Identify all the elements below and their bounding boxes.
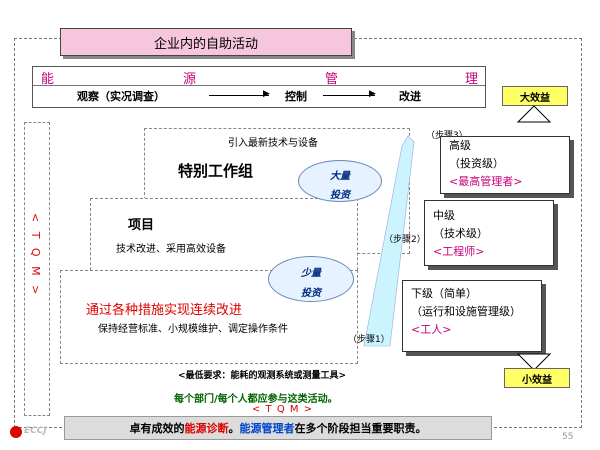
min-requirement: <最低要求：能耗的观测系统或测量工具> bbox=[178, 371, 347, 381]
stage-observe: 观察（实况调查） bbox=[77, 90, 165, 103]
special-group-top-text: 引入最新技术与设备 bbox=[228, 138, 318, 149]
step-1-label: （步骤1） bbox=[348, 335, 390, 345]
energy-char-1: 能 bbox=[41, 72, 55, 87]
down-arrow-icon bbox=[516, 353, 552, 371]
stage-control: 控制 bbox=[285, 90, 307, 103]
banner-energy-diagnosis: 能源诊断 bbox=[184, 422, 229, 435]
level-low-role: <工人> bbox=[411, 323, 452, 336]
big-benefit-label: 大效益 bbox=[502, 86, 568, 106]
large-investment-ellipse: 大量 投资 bbox=[298, 160, 382, 202]
tqm-bottom-label: < T Q M > bbox=[252, 404, 314, 415]
tqm-side-label: < T Q M > bbox=[29, 213, 42, 298]
energy-char-2: 源 bbox=[183, 72, 197, 87]
banner-part-3: 。 bbox=[228, 422, 240, 435]
level-mid-title: 中级 bbox=[433, 209, 455, 222]
energy-management-label: 能 源 管 理 bbox=[33, 67, 485, 87]
small-benefit-label: 小效益 bbox=[504, 368, 570, 388]
level-high: 高级 （投资级） <最高管理者> bbox=[440, 136, 570, 194]
stage-arrow-2-head: ▶ bbox=[369, 89, 376, 99]
project-desc: 技术改进、采用高效设备 bbox=[116, 244, 226, 255]
diagram-title: 企业内的自助活动 bbox=[60, 28, 352, 56]
continuous-title: 通过各种措施实现连续改进 bbox=[86, 303, 243, 318]
level-mid-sub: （技术级） bbox=[433, 227, 488, 240]
level-low-title: 下级（简单） bbox=[411, 287, 477, 300]
level-high-role: <最高管理者> bbox=[449, 175, 523, 188]
special-group-title: 特别工作组 bbox=[178, 162, 254, 180]
rising-arrow bbox=[363, 135, 415, 347]
energy-char-3: 管 bbox=[325, 72, 339, 87]
stage-arrow-1-head: ▶ bbox=[263, 89, 270, 99]
level-mid: 中级 （技术级） <工程师> bbox=[424, 200, 554, 266]
everyone-participate: 每个部门/每个人都应参与这类活动。 bbox=[174, 394, 338, 405]
small-investment-line1: 少量 bbox=[301, 268, 321, 279]
stage-arrow-1 bbox=[209, 95, 269, 96]
up-arrow-icon bbox=[516, 105, 552, 123]
stage-arrow-2 bbox=[323, 95, 375, 96]
energy-management-bar: 能 源 管 理 观察（实况调查） ▶ 控制 ▶ 改进 bbox=[32, 66, 486, 108]
level-low-sub: （运行和设施管理级） bbox=[411, 305, 521, 318]
logo-icon bbox=[10, 426, 22, 438]
level-high-title: 高级 bbox=[449, 139, 471, 152]
continuous-desc: 保持经营标准、小规模维护、调定操作条件 bbox=[98, 324, 288, 335]
tqm-side-box: < T Q M > bbox=[24, 122, 50, 416]
banner-part-5: 在多个阶段担当重要职责。 bbox=[294, 422, 427, 435]
step-2-label: （步骤2） bbox=[384, 235, 426, 245]
small-investment-ellipse: 少量 投资 bbox=[268, 256, 354, 302]
banner-energy-manager: 能源管理者 bbox=[239, 422, 295, 435]
logo-text: ECCJ bbox=[24, 426, 47, 436]
bottom-banner: 卓有成效的 能源诊断 。 能源管理者 在多个阶段担当重要职责。 bbox=[64, 416, 492, 440]
level-high-sub: （投资级） bbox=[449, 157, 504, 170]
level-mid-role: <工程师> bbox=[433, 245, 485, 258]
large-investment-line2: 投资 bbox=[330, 190, 350, 201]
small-investment-line2: 投资 bbox=[301, 288, 321, 299]
project-title: 项目 bbox=[128, 218, 155, 233]
page-number: 55 bbox=[562, 432, 574, 442]
stage-improve: 改进 bbox=[399, 90, 421, 103]
banner-part-1: 卓有成效的 bbox=[129, 422, 185, 435]
level-low: 下级（简单） （运行和设施管理级） <工人> bbox=[402, 280, 542, 352]
energy-char-4: 理 bbox=[465, 72, 479, 87]
large-investment-line1: 大量 bbox=[330, 171, 350, 182]
